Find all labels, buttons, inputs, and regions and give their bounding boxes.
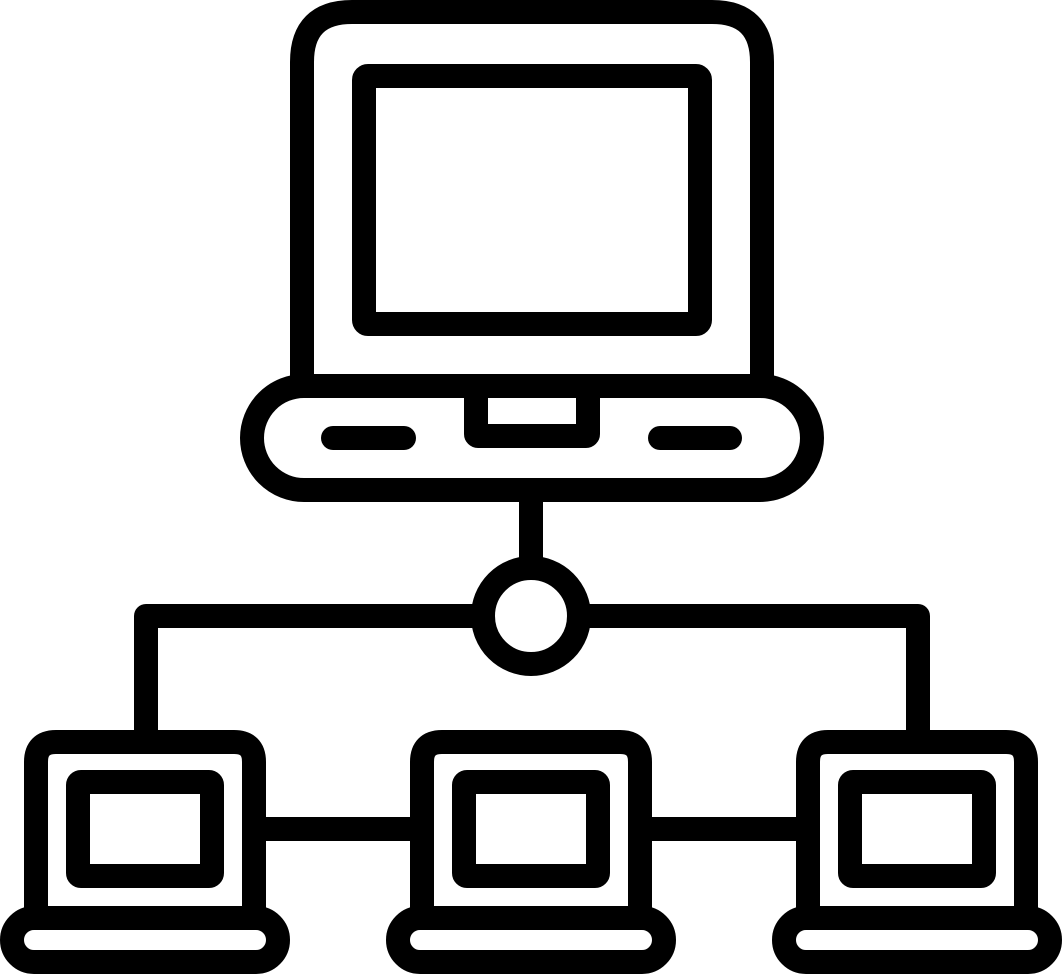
server-laptop-lid [290, 0, 774, 398]
connection-lines [134, 488, 930, 841]
right-client-laptop-base [772, 906, 1062, 974]
left-client-laptop-base [0, 906, 290, 974]
center-client-laptop-base [386, 906, 676, 974]
center-client-laptop-screen [452, 770, 610, 888]
server-laptop-screen [352, 64, 712, 336]
left-client-laptop-icon [0, 730, 290, 974]
hub-to-left-client-line [134, 604, 485, 747]
server-laptop-icon [240, 0, 824, 502]
right-client-laptop-icon [772, 730, 1062, 974]
hub-to-right-client-line [577, 604, 930, 747]
client-laptops [0, 730, 1062, 974]
center-client-laptop-icon [386, 730, 676, 974]
right-client-laptop-lid [796, 730, 1038, 927]
left-client-laptop-lid [24, 730, 266, 927]
hub-node-icon [471, 556, 591, 676]
right-client-laptop-screen [838, 770, 996, 888]
center-client-laptop-lid [410, 730, 652, 927]
server-laptop-trackpad [464, 374, 600, 448]
left-client-laptop-screen [66, 770, 224, 888]
